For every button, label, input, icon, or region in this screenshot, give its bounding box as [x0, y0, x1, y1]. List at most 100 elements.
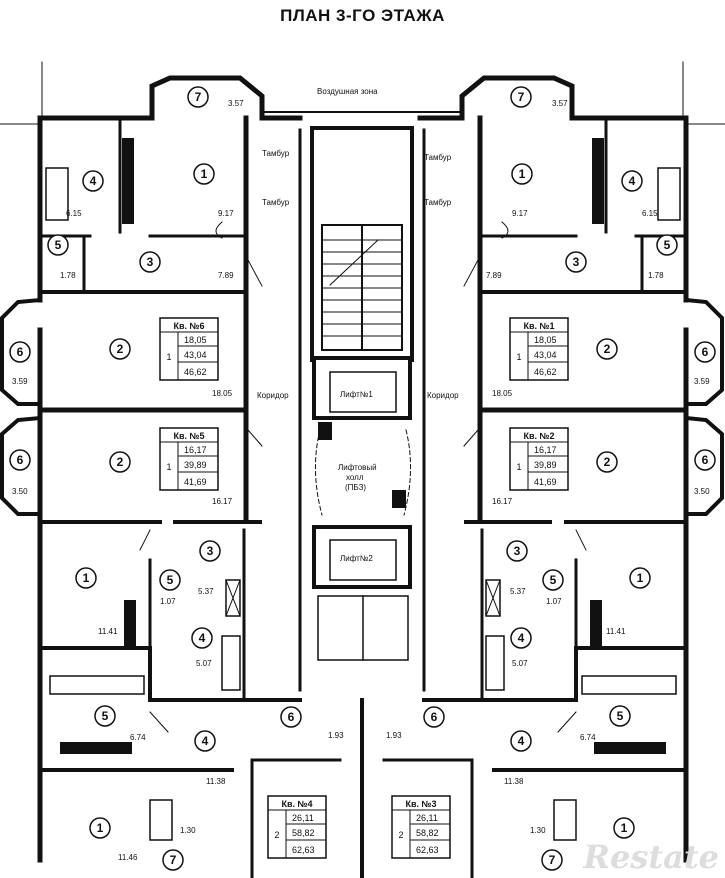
room-number-marker: 1 — [89, 817, 111, 839]
lift2-label: Лифт№2 — [340, 554, 373, 563]
apartment-living-area: 18,05 — [184, 335, 207, 345]
apartment-total-area-with-balcony: 62,63 — [292, 845, 315, 855]
room-number-marker: 6 — [280, 706, 302, 728]
apartment-rooms: 1 — [166, 352, 171, 362]
svg-text:1: 1 — [621, 821, 628, 835]
svg-text:3: 3 — [514, 544, 521, 558]
room-number-marker: 5 — [47, 234, 69, 256]
room-number-marker: 1 — [613, 817, 635, 839]
svg-text:4: 4 — [629, 174, 636, 188]
area-label: 7.89 — [486, 271, 502, 280]
apartment-info-table: Кв. №4 2 26,11 58,82 62,63 — [267, 795, 327, 859]
svg-text:6: 6 — [702, 345, 709, 359]
svg-text:6: 6 — [702, 453, 709, 467]
room-number-marker: 3 — [506, 540, 528, 562]
svg-text:3: 3 — [147, 255, 154, 269]
svg-text:2: 2 — [604, 342, 611, 356]
room-number-marker: 5 — [609, 705, 631, 727]
svg-text:5: 5 — [664, 238, 671, 252]
apartment-name: Кв. №5 — [173, 431, 204, 441]
svg-text:4: 4 — [90, 174, 97, 188]
lift-hall-label: Лифтовый — [338, 463, 377, 472]
area-label: 16.17 — [212, 497, 233, 506]
apartment-living-area: 26,11 — [292, 813, 314, 823]
area-label: 11.41 — [606, 627, 626, 636]
area-label: 5.37 — [198, 587, 214, 596]
watermark: Restate — [583, 838, 719, 876]
area-label: 11.46 — [118, 853, 138, 862]
area-label: 1.78 — [648, 271, 664, 280]
apartment-total-area-with-balcony: 62,63 — [416, 845, 439, 855]
area-label: 1.30 — [530, 826, 546, 835]
room-number-marker: 7 — [510, 86, 532, 108]
lift1-label: Лифт№1 — [340, 390, 373, 399]
room-number-marker: 6 — [9, 449, 31, 471]
svg-text:4: 4 — [202, 734, 209, 748]
svg-text:2: 2 — [117, 455, 124, 469]
svg-text:6: 6 — [288, 710, 295, 724]
area-label: 5.07 — [196, 659, 212, 668]
apartment-total-area: 58,82 — [292, 828, 315, 838]
svg-text:7: 7 — [549, 853, 556, 867]
apartment-name: Кв. №4 — [281, 799, 312, 809]
lift-hall-label: (ПБЗ) — [345, 483, 366, 492]
area-label: 1.30 — [180, 826, 196, 835]
apartment-total-area-with-balcony: 46,62 — [184, 367, 207, 377]
apartment-living-area: 18,05 — [534, 335, 557, 345]
apartment-total-area: 39,89 — [184, 460, 207, 470]
room-number-marker: 2 — [109, 451, 131, 473]
area-label: 1.93 — [328, 731, 344, 740]
room-number-marker: 6 — [9, 341, 31, 363]
apartment-living-area: 16,17 — [534, 445, 557, 455]
room-number-marker: 7 — [187, 86, 209, 108]
area-label: 3.57 — [552, 99, 568, 108]
room-number-marker: 3 — [199, 540, 221, 562]
apartment-total-area: 58,82 — [416, 828, 439, 838]
area-label: 11.41 — [98, 627, 118, 636]
room-number-marker: 2 — [596, 451, 618, 473]
svg-text:7: 7 — [170, 853, 177, 867]
svg-text:1: 1 — [637, 571, 644, 585]
svg-text:5: 5 — [550, 573, 557, 587]
apartment-total-area: 43,04 — [534, 350, 557, 360]
room-number-marker: 4 — [194, 730, 216, 752]
area-label: 6.74 — [580, 733, 596, 742]
area-label: 5.07 — [512, 659, 528, 668]
svg-text:1: 1 — [519, 167, 526, 181]
area-label: 18.05 — [212, 389, 233, 398]
corridor-label: Коридор — [427, 391, 459, 400]
svg-text:2: 2 — [604, 455, 611, 469]
svg-text:6: 6 — [17, 345, 24, 359]
room-number-marker: 5 — [656, 234, 678, 256]
air-zone-label: Воздушная зона — [317, 87, 378, 96]
room-number-marker: 7 — [162, 849, 184, 871]
svg-text:6: 6 — [17, 453, 24, 467]
area-label: 18.05 — [492, 389, 513, 398]
room-number-marker: 2 — [109, 338, 131, 360]
apartment-name: Кв. №6 — [173, 321, 204, 331]
tambur-label: Тамбур — [262, 149, 290, 158]
room-number-marker: 3 — [565, 251, 587, 273]
svg-text:4: 4 — [199, 631, 206, 645]
svg-text:5: 5 — [617, 709, 624, 723]
svg-text:1: 1 — [97, 821, 104, 835]
apartment-rooms: 2 — [274, 830, 279, 840]
area-label: 11.38 — [504, 777, 524, 786]
area-label: 1.93 — [386, 731, 402, 740]
tambur-label: Тамбур — [424, 198, 452, 207]
area-label: 6.15 — [642, 209, 658, 218]
corridor-label: Коридор — [257, 391, 289, 400]
apartment-name: Кв. №1 — [523, 321, 554, 331]
tambur-label: Тамбур — [262, 198, 290, 207]
area-label: 6.15 — [66, 209, 82, 218]
room-number-marker: 4 — [510, 627, 532, 649]
apartment-rooms: 1 — [166, 462, 171, 472]
area-label: 9.17 — [512, 209, 528, 218]
apartment-total-area-with-balcony: 41,69 — [534, 477, 557, 487]
room-number-marker: 5 — [94, 705, 116, 727]
room-number-marker: 4 — [510, 730, 532, 752]
svg-text:5: 5 — [167, 573, 174, 587]
tambur-label: Тамбур — [424, 153, 452, 162]
